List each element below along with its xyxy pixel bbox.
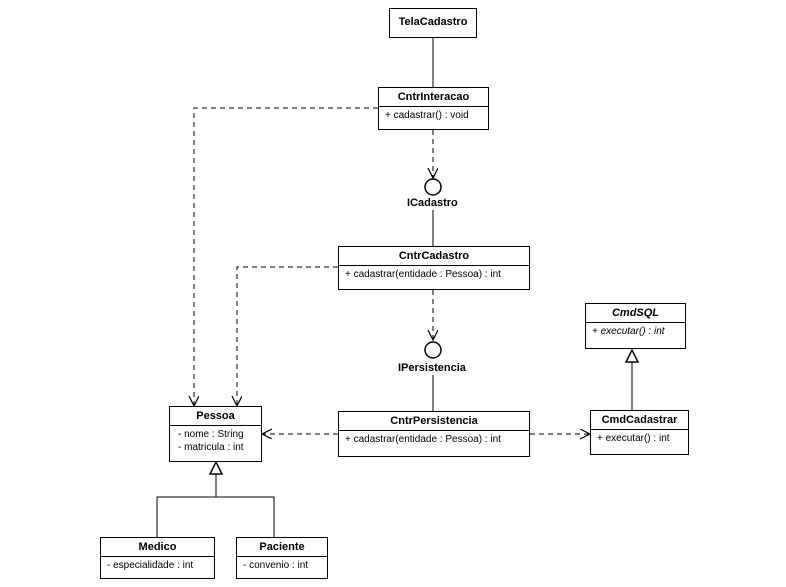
ipersistencia-lollipop — [424, 341, 442, 359]
class-paciente[interactable]: Paciente - convenio : int — [236, 537, 328, 579]
attribute: - matricula : int — [178, 442, 244, 453]
operation: + executar() : int — [592, 326, 665, 337]
class-cntr-interacao[interactable]: CntrInteracao + cadastrar() : void — [378, 87, 489, 130]
icadastro-lollipop — [424, 178, 442, 196]
attribute: - convenio : int — [243, 560, 309, 571]
attribute: - especialidade : int — [107, 560, 194, 571]
class-cntr-persistencia[interactable]: CntrPersistencia + cadastrar(entidade : … — [338, 411, 530, 457]
class-pessoa[interactable]: Pessoa - nome : String - matricula : int — [169, 406, 262, 462]
class-tela-cadastro[interactable]: TelaCadastro — [389, 8, 477, 38]
operations-section: + cadastrar() : void — [379, 106, 488, 124]
operation: + executar() : int — [597, 433, 670, 444]
class-cmd-sql[interactable]: CmdSQL + executar() : int — [585, 303, 686, 349]
class-name: Medico — [138, 541, 177, 553]
operation: + cadastrar(entidade : Pessoa) : int — [345, 434, 501, 445]
attributes-section: - convenio : int — [237, 556, 327, 574]
operation: + cadastrar() : void — [385, 110, 469, 121]
attribute: - nome : String — [178, 429, 244, 440]
class-name: CntrPersistencia — [390, 415, 478, 427]
generalization-arrowhead-pessoa — [208, 460, 224, 475]
icadastro-label: ICadastro — [407, 197, 458, 209]
dependency-cadastro-pessoa — [237, 266, 338, 406]
generalization-arrowhead-cmdsql — [624, 348, 640, 363]
class-name: Pessoa — [196, 410, 235, 422]
class-name: TelaCadastro — [398, 16, 468, 28]
operation: + cadastrar(entidade : Pessoa) : int — [345, 269, 501, 280]
class-name: CntrCadastro — [398, 250, 470, 262]
class-name: CntrInteracao — [397, 91, 470, 103]
class-cntr-cadastro[interactable]: CntrCadastro + cadastrar(entidade : Pess… — [338, 246, 530, 290]
class-cmd-cadastrar[interactable]: CmdCadastrar + executar() : int — [590, 410, 689, 455]
class-name: CmdSQL — [611, 307, 660, 319]
operations-section: + executar() : int — [586, 322, 685, 340]
attributes-section: - nome : String - matricula : int — [170, 425, 261, 456]
operations-section: + cadastrar(entidade : Pessoa) : int — [339, 265, 529, 283]
class-name: CmdCadastrar — [601, 414, 678, 426]
class-name: Paciente — [259, 541, 305, 553]
operations-section: + executar() : int — [591, 429, 688, 447]
attributes-section: - especialidade : int — [101, 556, 214, 574]
operations-section: + cadastrar(entidade : Pessoa) : int — [339, 430, 529, 448]
generalization-paciente-pessoa — [216, 496, 275, 537]
ipersistencia-label: IPersistencia — [398, 362, 466, 374]
class-medico[interactable]: Medico - especialidade : int — [100, 537, 215, 579]
generalization-medico-pessoa — [156, 474, 217, 537]
dependency-interacao-pessoa — [194, 107, 378, 406]
